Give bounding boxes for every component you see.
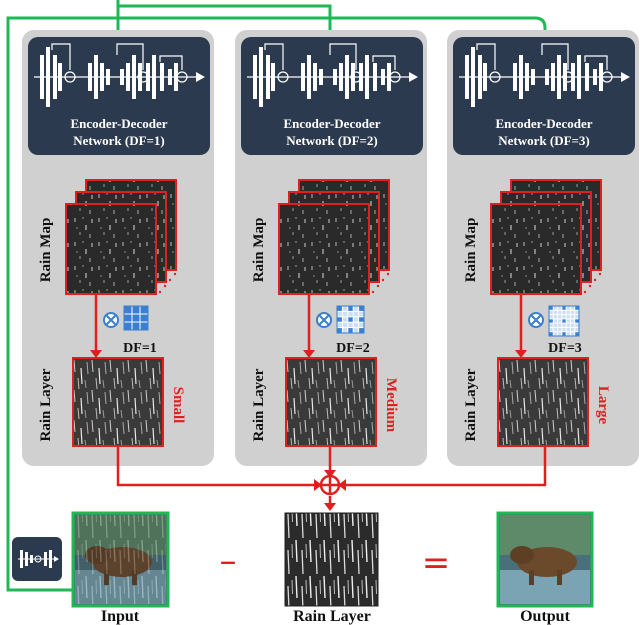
sum-icon [319,474,341,496]
dilation-factor-label: DF=2 [336,341,370,356]
input-image [71,511,170,608]
rain-layer-label: Rain Layer [463,368,479,441]
network-label-line2: Network (DF=3) [498,133,590,148]
encoder-decoder-icon [34,43,205,107]
network-label-line1: Encoder-Decoder [284,116,381,131]
rain-layer-image [497,357,589,447]
rain-layer-label: Rain Layer [251,368,267,441]
sum-lines [116,447,547,511]
dilation-factor-label: DF=3 [548,341,582,356]
rain-map-stack [65,179,177,295]
input-label: Input [101,608,140,625]
network-label-line1: Encoder-Decoder [496,116,593,131]
multiply-icon [103,312,119,328]
rain-map-label: Rain Map [251,218,267,283]
network-label-line1: Encoder-Decoder [71,116,168,131]
output-image [496,511,594,608]
scale-label: Medium [383,378,399,433]
dilated-kernel-icon [548,305,580,337]
multiply-icon [528,312,544,328]
encoder-decoder-icon [459,43,630,107]
minus-sign: – [220,541,237,581]
rain-map-stack [490,179,602,295]
bottom-rain-layer-label: Rain Layer [293,608,371,625]
output-label: Output [520,608,570,625]
dilated-kernel-icon [123,305,149,331]
scale-label: Large [595,386,611,425]
rain-map-label: Rain Map [463,218,479,283]
dilation-factor-label: DF=1 [123,341,157,356]
multiply-icon [316,312,332,328]
rain-layer-image [285,357,377,447]
encoder-decoder-icon [247,43,418,107]
scale-label: Small [170,387,186,424]
encoder-decoder-icon [12,537,62,581]
rain-layer-image [72,357,164,447]
bottom-rain-layer-image [284,512,379,607]
dilated-kernel-icon [336,305,365,334]
network-label-line2: Network (DF=2) [286,133,378,148]
network-label-line2: Network (DF=1) [73,133,165,148]
rain-layer-label: Rain Layer [38,368,54,441]
rain-map-label: Rain Map [38,218,54,283]
equals-sign: = [422,543,451,583]
rain-map-stack [278,179,390,295]
